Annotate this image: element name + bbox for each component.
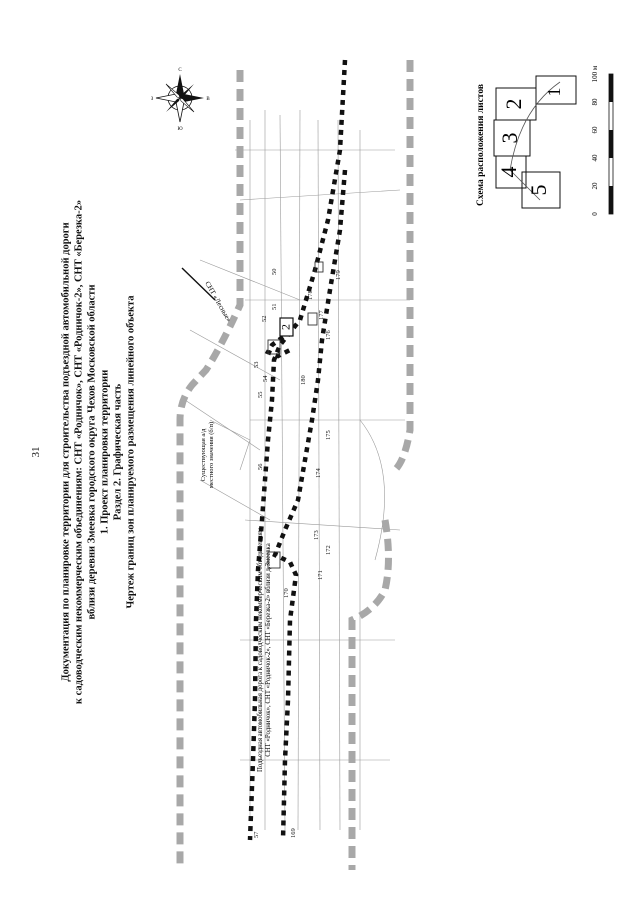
scale-tick-60: 60 [591,126,599,134]
scale-tick-20: 20 [591,182,599,190]
point-51: 51 [271,304,278,311]
compass-rose-icon: С Ю В З [151,68,211,132]
point-169: 169 [290,828,297,838]
scale-tick-100: 100 м [591,65,599,82]
outer-boundary-left [176,70,244,870]
access-road-label-line2: СНТ «Родничок», СНТ «Родничок-2», СНТ «Б… [265,543,272,757]
scale-tick-0: 0 [591,212,599,216]
point-52: 52 [261,316,268,323]
sheet-box-5 [521,171,561,209]
point-50: 50 [271,269,278,276]
point-56: 56 [257,463,264,470]
snt-label: СНТ «Лесные» [203,280,233,324]
road-label-line1: Существующая а/д [200,428,207,481]
compass-east: В [206,97,210,102]
scale-bar [608,73,614,215]
road-label-line2: местного значения (б/п) [208,422,215,488]
point-174: 174 [315,468,322,479]
outer-boundary-lines [176,60,414,870]
point-177: 177 [318,310,325,321]
scheme-title: Схема расположения листов [476,84,486,206]
point-175: 175 [325,430,332,440]
point-178: 178 [307,290,314,300]
point-55: 55 [257,392,264,399]
point-170: 170 [283,588,290,598]
structures [267,261,324,569]
sheet-marker: 2 [278,317,294,337]
point-53: 53 [253,362,260,369]
snt-lesnye-marker: СНТ «Лесные» [181,267,233,324]
scale-tick-40: 40 [591,154,599,162]
point-173: 173 [313,530,320,540]
sheet-number-3: 3 [497,133,522,144]
point-54: 54 [262,375,269,382]
point-180: 180 [300,375,307,385]
point-57: 57 [253,831,260,838]
point-171: 171 [317,570,324,580]
compass-south: Ю [177,127,182,132]
access-road-label-line1: Подъездная автомобильная дорога к садово… [257,527,264,772]
sheet-number-4: 4 [496,167,521,178]
compass-west: З [151,97,154,102]
topographic-background [184,109,410,831]
point-176: 176 [325,330,332,341]
sheet-number-2: 2 [501,99,526,110]
point-labels: 57 169 170 171 172 173 174 175 50 51 52 … [253,269,342,839]
sheet-number-1: 1 [544,88,564,97]
outer-boundary-right-bottom [348,519,392,870]
compass-north: С [178,68,182,73]
sheet-layout-scheme: Схема расположения листов 1 2 3 4 5 [476,65,614,216]
sheet-marker-label: 2 [278,324,292,330]
sheet-number-5: 5 [526,185,551,196]
point-179: 179 [335,270,342,280]
point-172: 172 [325,545,332,555]
inner-boundary-left [247,59,348,841]
scale-tick-80: 80 [591,98,599,106]
outer-boundary-right-top [392,60,414,473]
